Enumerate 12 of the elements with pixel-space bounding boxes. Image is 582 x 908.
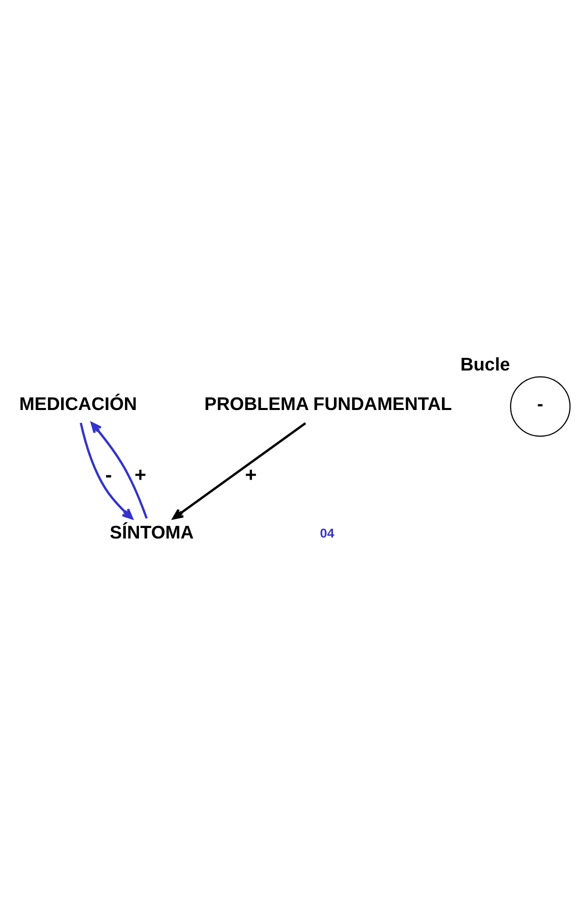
- label: 04: [320, 525, 334, 540]
- arrow: [90, 422, 148, 519]
- arrow: [172, 422, 306, 520]
- node-text: SÍNTOMA: [110, 522, 194, 543]
- node-circle: -: [510, 376, 571, 437]
- edge-label: -: [105, 464, 112, 487]
- arrow: [80, 422, 134, 520]
- node-text: PROBLEMA FUNDAMENTAL: [204, 393, 452, 414]
- node-text: MEDICACIÓN: [19, 393, 138, 414]
- edge-label: +: [134, 464, 146, 487]
- node-label: Bucle: [460, 353, 510, 374]
- edge-label: +: [245, 464, 257, 487]
